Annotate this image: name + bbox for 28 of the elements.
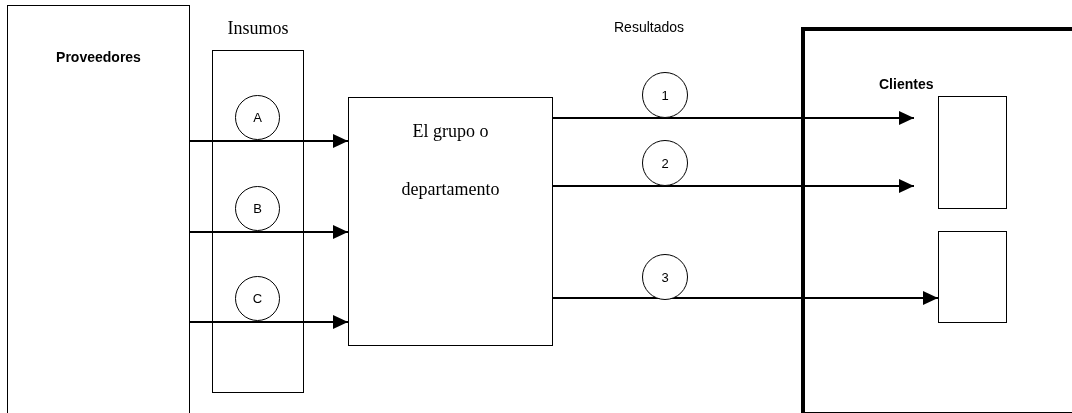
circle-marker xyxy=(642,140,688,186)
arrow xyxy=(552,291,939,305)
process-box xyxy=(348,97,553,346)
box-label: El grupo o departamento xyxy=(400,120,501,201)
process-box xyxy=(938,96,1007,209)
process-box xyxy=(938,231,1007,323)
circle-marker xyxy=(642,254,688,300)
circle-marker xyxy=(235,95,280,140)
circle-marker xyxy=(642,72,688,118)
arrow xyxy=(552,179,915,193)
arrow xyxy=(189,134,349,148)
circle-marker xyxy=(235,276,280,321)
circle-marker xyxy=(235,186,280,231)
circle-label: 1 xyxy=(661,87,669,103)
circle-label: 2 xyxy=(661,155,669,171)
group-heading: Clientes xyxy=(879,76,934,92)
box-label: Proveedores xyxy=(55,49,142,65)
circle-label: C xyxy=(252,291,263,306)
section-heading: Resultados xyxy=(614,19,685,35)
circle-label: A xyxy=(253,110,262,125)
customer-region-box xyxy=(801,27,1072,413)
arrow xyxy=(552,111,915,125)
circle-label: 3 xyxy=(661,269,669,285)
circle-label: B xyxy=(253,201,262,216)
column-heading: Insumos xyxy=(226,18,290,39)
arrow xyxy=(189,225,349,239)
supplier-box xyxy=(7,5,190,413)
arrow xyxy=(189,315,349,329)
